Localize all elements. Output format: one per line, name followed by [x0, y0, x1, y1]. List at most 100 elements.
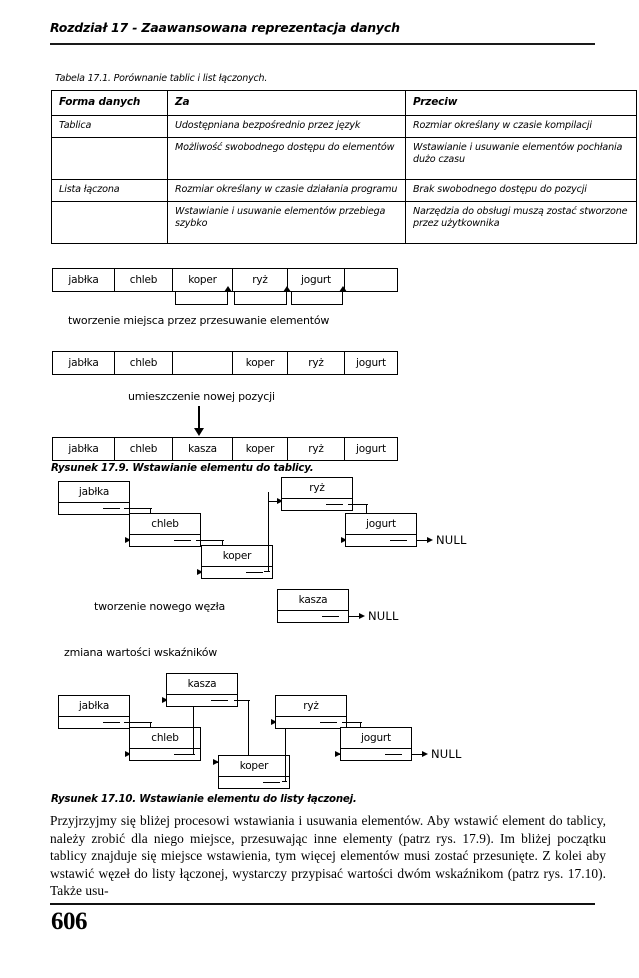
link-arrow-head [213, 759, 219, 765]
link-arrow-head [427, 537, 433, 543]
link-segment [417, 540, 429, 542]
array-cell: chleb [115, 438, 173, 460]
link-segment [196, 540, 224, 542]
node-pointer [276, 717, 346, 727]
cell-con: Brak swobodnego dostępu do pozycji [405, 179, 637, 203]
shift-arrow-connector [234, 291, 287, 305]
label-create-new-node: tworzenie nowego węzła [94, 600, 226, 613]
array-cell: ryż [288, 352, 345, 374]
shift-arrow-head [224, 286, 232, 292]
link-segment [264, 571, 270, 573]
table-header-form: Forma danych [51, 89, 168, 117]
node-pointer [346, 535, 416, 545]
cell-con: Rozmiar określany w czasie kompilacji [405, 115, 637, 139]
link-arrow-head [335, 751, 341, 757]
link-arrow-head [277, 498, 283, 504]
link-segment [349, 616, 361, 618]
link-arrow-head [271, 719, 277, 725]
shift-arrow-head [339, 286, 347, 292]
label-place-new-item: umieszczenie nowej pozycji [128, 390, 275, 403]
null-label: NULL [436, 533, 467, 547]
node-pointer [278, 611, 348, 621]
node-pointer [202, 567, 272, 577]
node-data: ryż [276, 696, 346, 717]
node-data: kasza [167, 674, 237, 695]
array-after: jabłka chleb kasza koper ryż jogurt [52, 437, 398, 461]
list-node-jogurt: jogurt [345, 513, 417, 547]
array-cell: chleb [115, 269, 173, 291]
link-segment [248, 700, 250, 762]
cell-form [51, 137, 168, 181]
link-segment [412, 754, 424, 756]
array-cell: koper [233, 438, 288, 460]
list2-node-jablka: jabłka [58, 695, 130, 729]
link-segment [285, 722, 287, 782]
cell-pro: Udostępniana bezpośrednio przez język [167, 115, 406, 139]
table-caption: Tabela 17.1. Porównanie tablic i list łą… [55, 73, 268, 84]
node-data: kasza [278, 590, 348, 611]
link-segment [348, 504, 368, 506]
array-cell: jogurt [288, 269, 345, 291]
node-pointer [167, 695, 237, 705]
node-data: chleb [130, 728, 200, 749]
array-cell: jogurt [356, 443, 386, 455]
array-cell: kasza [173, 438, 233, 460]
link-segment [282, 781, 287, 783]
link-segment [342, 722, 362, 724]
list-node-chleb: chleb [129, 513, 201, 547]
node-pointer [282, 499, 352, 509]
node-data: jogurt [346, 514, 416, 535]
cell-con: Wstawianie i usuwanie elementów pochłani… [405, 137, 637, 181]
cell-con: Narzędzia do obsługi muszą zostać stworz… [405, 201, 637, 245]
running-head-rule [50, 43, 595, 45]
array-cell: ryż [288, 438, 345, 460]
node-data: koper [202, 546, 272, 567]
link-segment [124, 508, 152, 510]
list-node-ryz: ryż [281, 477, 353, 511]
running-head: Rozdział 17 - Zaawansowana reprezentacja… [50, 20, 400, 35]
node-data: jogurt [341, 728, 411, 749]
array-cell: jabłka [53, 352, 115, 374]
node-data: jabłka [59, 696, 129, 717]
array-cell: koper [233, 352, 288, 374]
list2-node-chleb: chleb [129, 727, 201, 761]
list-node-koper: koper [201, 545, 273, 579]
shift-arrow-connector [175, 291, 228, 305]
array-cell: jabłka [53, 438, 115, 460]
link-segment [190, 754, 195, 756]
array-with-gap: jabłka chleb koper ryż jogurt [52, 351, 398, 375]
link-arrow-head [359, 613, 365, 619]
shift-arrow-connector [291, 291, 343, 305]
cell-pro: Wstawianie i usuwanie elementów przebieg… [167, 201, 406, 245]
node-pointer [341, 749, 411, 759]
node-data: koper [219, 756, 289, 777]
figure-caption-17-9: Rysunek 17.9. Wstawianie elementu do tab… [51, 463, 314, 474]
array-cell: koper [173, 269, 233, 291]
insert-arrow-line [198, 406, 200, 430]
link-arrow-head [162, 697, 168, 703]
link-segment [234, 700, 250, 702]
link-segment [193, 700, 195, 755]
insert-arrow-head [194, 428, 204, 436]
array-cell: chleb [115, 352, 173, 374]
cell-pro: Możliwość swobodnego dostępu do elementó… [167, 137, 406, 181]
figure-caption-17-10: Rysunek 17.10. Wstawianie elementu do li… [51, 794, 357, 805]
label-change-pointers: zmiana wartości wskaźników [64, 646, 218, 659]
list2-node-kasza: kasza [166, 673, 238, 707]
link-segment [268, 492, 270, 572]
array-cell: jogurt [356, 357, 386, 369]
array-cell-empty [173, 352, 233, 374]
table-row: Wstawianie i usuwanie elementów przebieg… [51, 201, 637, 245]
label-shift-elements: tworzenie miejsca przez przesuwanie elem… [68, 314, 330, 327]
node-pointer [219, 777, 289, 787]
array-cell-empty [345, 269, 397, 291]
table-row: Tablica Udostępniana bezpośrednio przez … [51, 115, 637, 139]
table-header-pro: Za [167, 89, 406, 117]
null-label: NULL [431, 747, 462, 761]
cell-form: Tablica [51, 115, 168, 139]
node-pointer [59, 503, 129, 513]
table-header-con: Przeciw [405, 89, 637, 117]
list-node-jablka: jabłka [58, 481, 130, 515]
footer-rule [50, 903, 595, 906]
